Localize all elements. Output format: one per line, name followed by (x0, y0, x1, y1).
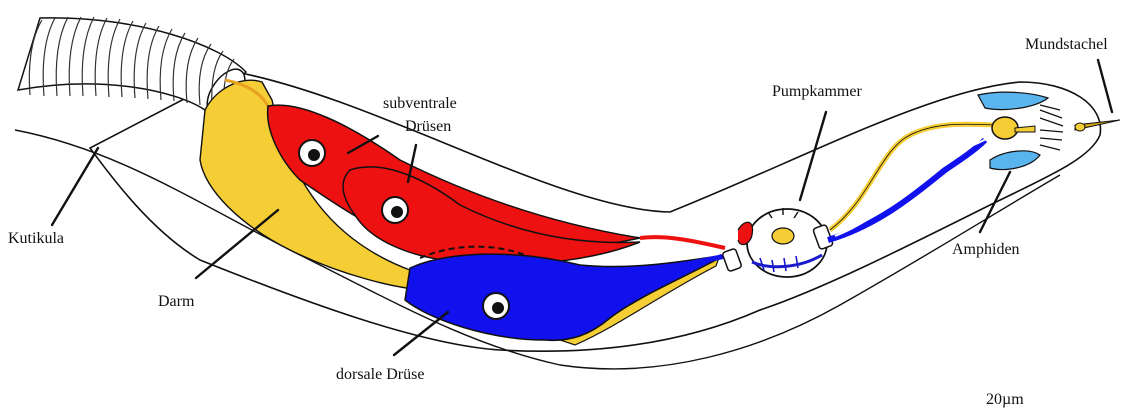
label-subventrale: subventrale (383, 95, 457, 112)
leader-mundstachel (1098, 60, 1112, 112)
stylet-knobs (992, 117, 1018, 139)
label-dorsale-druese: dorsale Drüse (336, 366, 424, 383)
label-scale: 20µm (986, 391, 1024, 408)
label-amphiden: Amphiden (952, 241, 1020, 258)
label-druesen: Drüsen (405, 118, 451, 135)
leader-kutikula (52, 148, 98, 225)
label-kutikula: Kutikula (8, 230, 64, 247)
label-darm: Darm (158, 293, 195, 310)
label-pumpkammer: Pumpkammer (772, 83, 862, 100)
label-mundstachel: Mundstachel (1025, 36, 1108, 53)
